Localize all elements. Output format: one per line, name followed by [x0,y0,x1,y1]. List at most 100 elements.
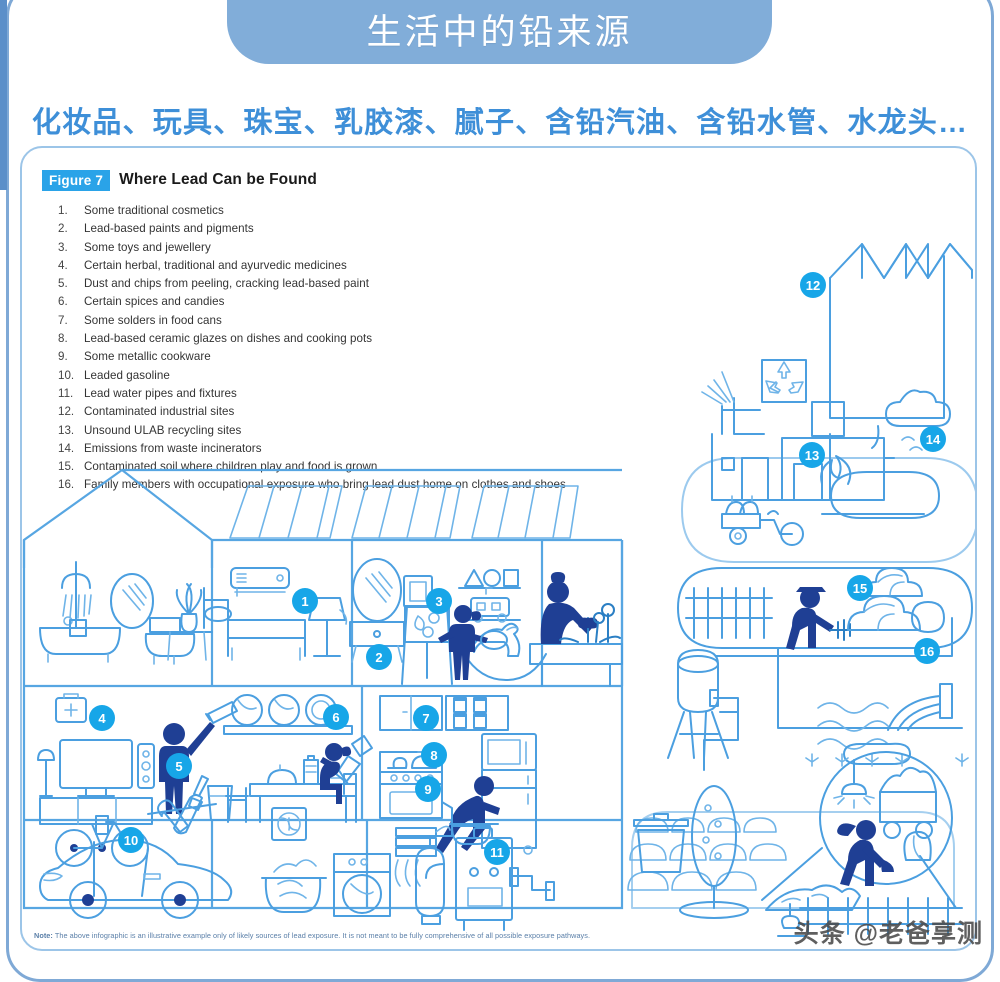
list-item-text: Certain spices and candies [84,295,225,309]
scene-incinerator [820,389,951,519]
marker-6[interactable]: 6 [323,704,349,730]
scene-garage [39,794,233,919]
marker-13[interactable]: 13 [799,442,825,468]
list-item-number: 11. [58,386,74,400]
marker-label: 5 [175,759,182,774]
marker-circle [415,776,441,802]
marker-label: 3 [435,594,442,609]
list-item: 8.Lead-based ceramic glazes on dishes an… [58,332,678,350]
marker-5[interactable]: 5 [166,753,192,779]
scene-farm [667,567,973,771]
list-item-text: Lead-based paints and pigments [84,222,254,236]
ore-cart [879,766,937,839]
list-item-number: 5. [58,277,68,291]
list-item-number: 16. [58,478,75,492]
list-item-text: Certain herbal, traditional and ayurvedi… [84,258,347,272]
marker-circle [421,742,447,768]
marker-3[interactable]: 3 [426,588,452,614]
marker-label: 11 [490,845,504,860]
list-item-number: 10. [58,368,75,382]
trash-bin [633,813,689,873]
scene-living-room [37,693,238,825]
list-item-text: Some toys and jewellery [84,240,211,254]
list-item-number: 3. [58,240,68,254]
marker-circle [366,644,392,670]
scene-laundry [261,807,451,917]
scene-yard [627,785,963,937]
boiler [455,827,513,931]
marker-4[interactable]: 4 [89,705,115,731]
list-item: 6.Certain spices and candies [58,295,678,313]
house-structure [22,468,624,910]
bbq-table [765,884,861,937]
list-item-text: Leaded gasoline [84,368,170,382]
list-item: 7. Some solders in food cans [58,314,678,332]
marker-label: 6 [332,710,339,725]
miner-figure [837,820,894,886]
marker-1[interactable]: 1 [292,588,318,614]
marker-circle [89,705,115,731]
ulab-cart [721,495,804,546]
list-item-number: 14. [58,441,75,455]
marker-circle [292,588,318,614]
subtitle: 化妆品、玩具、珠宝、乳胶漆、腻子、含铅汽油、含铅水管、水龙头… [32,107,969,139]
marker-15[interactable]: 15 [847,575,873,601]
list-item: 5.Dust and chips from peeling, cracking … [58,277,678,295]
list-item-number: 4. [58,258,68,272]
marker-label: 12 [806,278,820,293]
list-item-text: Some solders in food cans [84,313,222,327]
marker-circle [799,442,825,468]
marker-14[interactable]: 14 [920,426,946,452]
marker-circle [166,753,192,779]
list-item-text: Unsound ULAB recycling sites [84,423,242,437]
scene-childrens-room [401,569,547,685]
tree [679,785,749,919]
figure-card: Figure 7 Where Lead Can be Found 1.Some … [20,146,977,951]
marker-8[interactable]: 8 [421,742,447,768]
marker-12[interactable]: 12 [800,272,826,298]
marker-circle [484,839,510,865]
marker-2[interactable]: 2 [366,644,392,670]
child-figure [438,605,508,680]
marker-9[interactable]: 9 [415,776,441,802]
marker-circle [920,426,946,452]
marker-circle [413,705,439,731]
water-discharge [843,683,953,765]
marker-label: 8 [430,748,437,763]
marker-7[interactable]: 7 [413,705,439,731]
water-tank [415,847,445,925]
watermark: 头条 @老爸享测 [793,920,983,948]
list-item: 11.Lead water pipes and fixtures [58,387,678,405]
left-accent-bar [0,0,7,190]
fence [685,587,773,639]
solar-panels [229,485,579,539]
car [39,838,233,919]
marker-11[interactable]: 11 [484,839,510,865]
tools [147,794,217,835]
list-item-number: 9. [58,350,68,364]
plant-vase [161,583,213,661]
paint-roller [205,701,238,724]
list-item: 4. Certain herbal, traditional and ayurve… [58,259,678,277]
list-item: 2.Lead-based paints and pigments [58,222,678,240]
seated-child [320,743,357,823]
figure-number-badge: Figure 7 [42,170,111,191]
scene-kitchen [379,695,537,855]
list-item-number: 13. [58,423,75,437]
marker-label: 9 [424,782,431,797]
title-banner: 生活中的铅来源 [227,0,772,64]
list-item: 13. Unsound ULAB recycling sites [58,424,678,442]
figure-header: Figure 7 Where Lead Can be Found [42,170,317,191]
list-item-number: 15. [58,460,75,474]
washing-machine [333,853,391,917]
list-item-number: 12. [58,405,75,419]
marker-10[interactable]: 10 [118,827,144,853]
marker-16[interactable]: 16 [914,638,940,664]
list-item-number: 7. [58,313,68,327]
scene-dining-room [223,694,373,823]
scene-recycling-plant [681,359,975,563]
list-item-text: Emissions from waste incinerators [84,441,262,455]
marker-circle [426,588,452,614]
